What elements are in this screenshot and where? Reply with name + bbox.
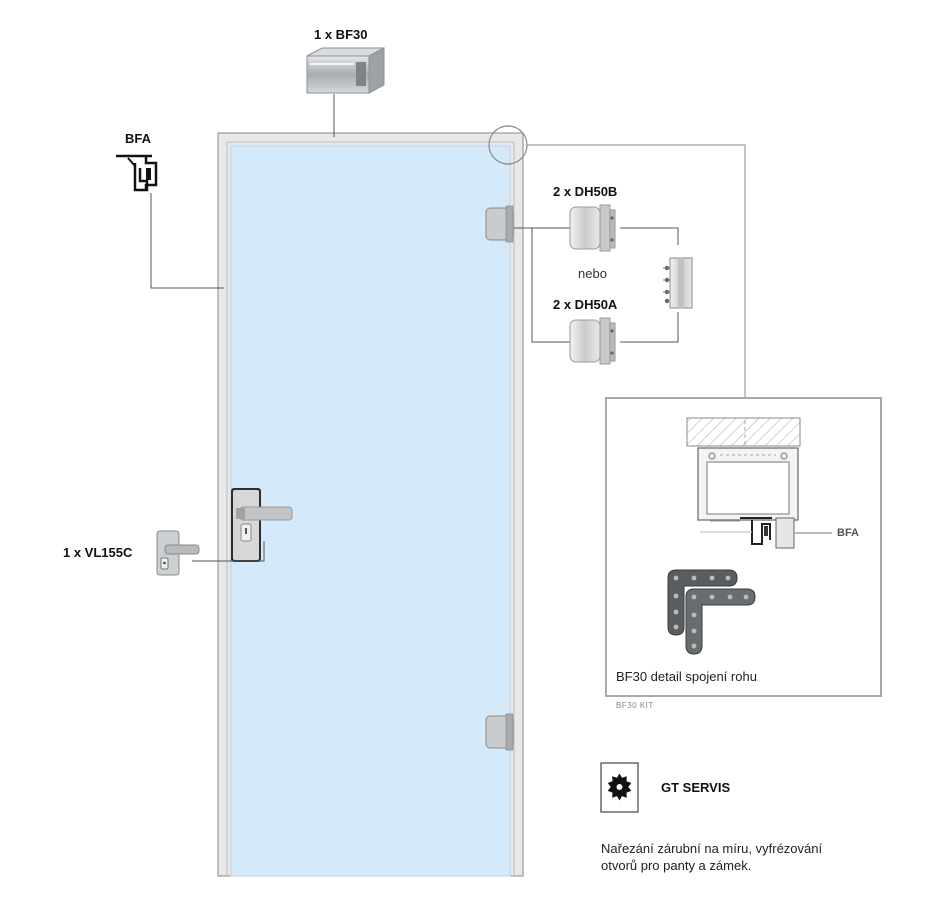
service-title: GT SERVIS (661, 780, 731, 795)
detail-caption: BF30 detail spojení rohu (616, 669, 757, 684)
bf30-label: 1 x BF30 (314, 27, 368, 42)
bfa-seal-profile-icon (116, 154, 158, 192)
dh50a-hinge-image (569, 317, 616, 365)
dh50b-hinge-image (569, 204, 616, 252)
dh50a-label: 2 x DH50A (553, 297, 618, 312)
corner-bracket-front (685, 588, 756, 655)
nebo-label: nebo (578, 266, 607, 281)
lock-leader-line (192, 541, 265, 562)
saw-blade-icon (600, 762, 639, 813)
detail-bf30-cross-section (697, 447, 799, 549)
door-hinge-bottom (485, 713, 514, 751)
bf30-profile-image (306, 47, 385, 94)
corner-bracket-back (667, 569, 738, 636)
hinge-bracket (514, 227, 679, 343)
detail-bfa-label: BFA (837, 527, 859, 539)
vl155c-lock-image (156, 530, 200, 576)
door-hinge-top (485, 205, 514, 243)
service-description-line1: Nařezání zárubní na míru, vyfrézování (601, 841, 823, 856)
corner-detail-leader (527, 144, 746, 398)
kit-caption: BF30 KIT (616, 701, 654, 710)
dh50b-label: 2 x DH50B (553, 184, 618, 199)
frame-hinge-plate-image (663, 257, 693, 309)
detail-ceiling-section (686, 417, 801, 470)
detail-bfa-seal (740, 517, 772, 545)
bfa-leader-line (150, 193, 224, 289)
door-lock (231, 488, 293, 562)
bfa-label: BFA (125, 131, 151, 146)
vl155c-label: 1 x VL155C (63, 545, 133, 560)
service-description-line2: otvorů pro panty a zámek. (601, 858, 752, 873)
